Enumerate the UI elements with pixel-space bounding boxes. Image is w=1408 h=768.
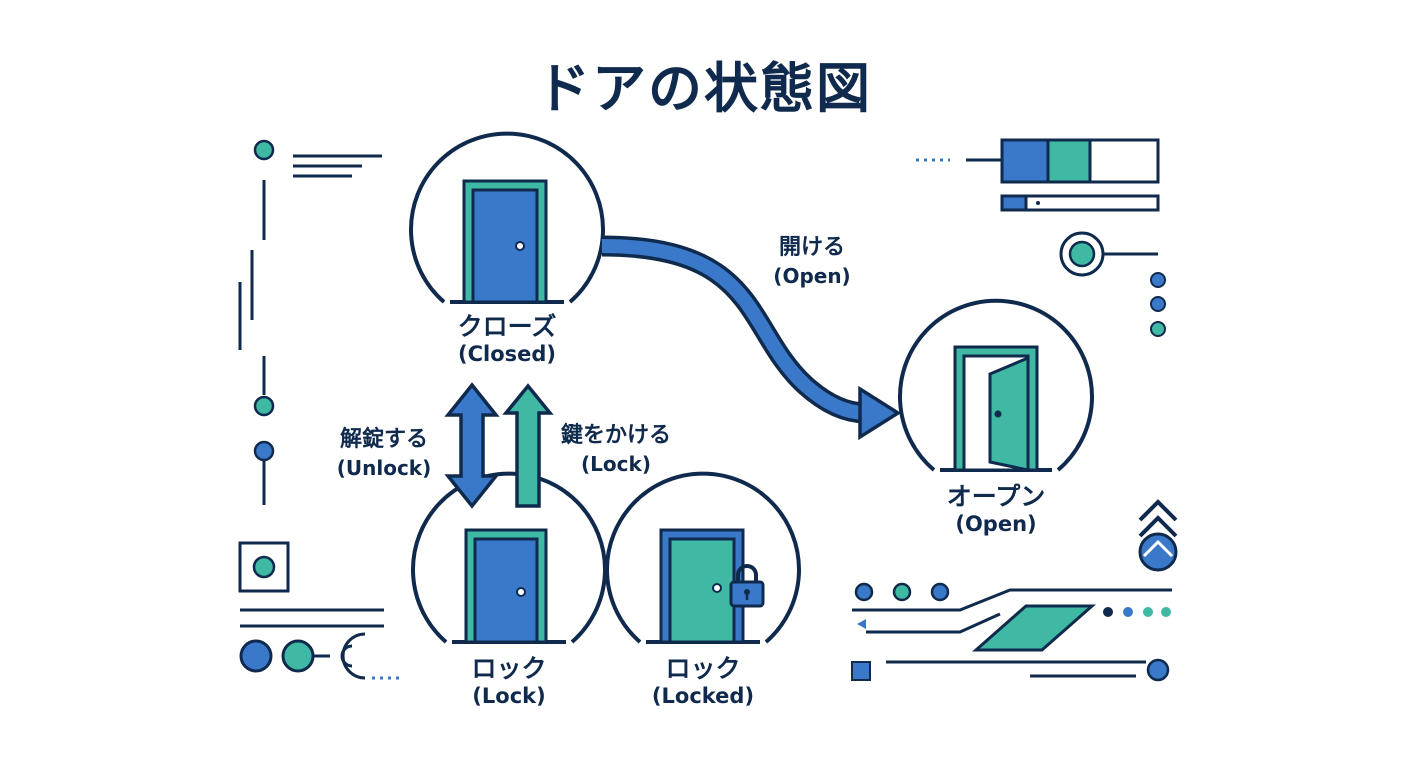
transition-unlock-label: 解錠する (Unlock) xyxy=(314,426,454,481)
state-open-node xyxy=(898,298,1094,472)
state-lock-label: ロック (Lock) xyxy=(399,654,619,709)
state-open-label: オープン (Open) xyxy=(886,482,1106,537)
closed-door-icon xyxy=(450,179,564,304)
state-open-en: (Open) xyxy=(955,512,1037,536)
state-lock-jp: ロック xyxy=(471,654,547,683)
closed-door-icon xyxy=(452,528,566,644)
transition-lock-label: 鍵をかける (Lock) xyxy=(541,422,691,477)
state-locked-label: ロック (Locked) xyxy=(593,654,813,709)
bottom-right-decoration xyxy=(851,499,1178,682)
transition-open-en: (Open) xyxy=(773,263,851,288)
transition-open-jp: 開ける xyxy=(778,235,845,260)
transition-open-arrow xyxy=(601,235,902,441)
state-lock-node xyxy=(411,471,607,644)
state-locked-jp: ロック xyxy=(665,654,741,683)
state-closed-node xyxy=(409,131,605,304)
open-door-icon xyxy=(940,345,1052,472)
state-closed-jp: クローズ xyxy=(457,312,557,341)
state-locked-node xyxy=(605,471,801,644)
state-closed-en: (Closed) xyxy=(457,342,556,366)
state-locked-en: (Locked) xyxy=(651,684,755,708)
transition-lock-jp: 鍵をかける xyxy=(560,423,671,448)
top-right-decoration xyxy=(916,138,1166,337)
transition-unlock-en: (Unlock) xyxy=(336,455,432,480)
left-decoration xyxy=(238,139,404,680)
diagram-title: ドアの状態図 xyxy=(536,57,872,120)
state-closed-label: クローズ (Closed) xyxy=(397,312,617,367)
transition-lock-en: (Lock) xyxy=(581,451,651,476)
transition-unlock-arrow xyxy=(444,382,500,509)
transition-lock-arrow xyxy=(502,383,554,508)
transition-open-label: 開ける (Open) xyxy=(742,234,882,289)
state-lock-en: (Lock) xyxy=(472,684,546,708)
state-open-jp: オープン xyxy=(946,482,1046,511)
transition-unlock-jp: 解錠する xyxy=(339,427,428,452)
padlock-icon xyxy=(729,564,765,608)
locked-door-icon xyxy=(646,528,765,644)
